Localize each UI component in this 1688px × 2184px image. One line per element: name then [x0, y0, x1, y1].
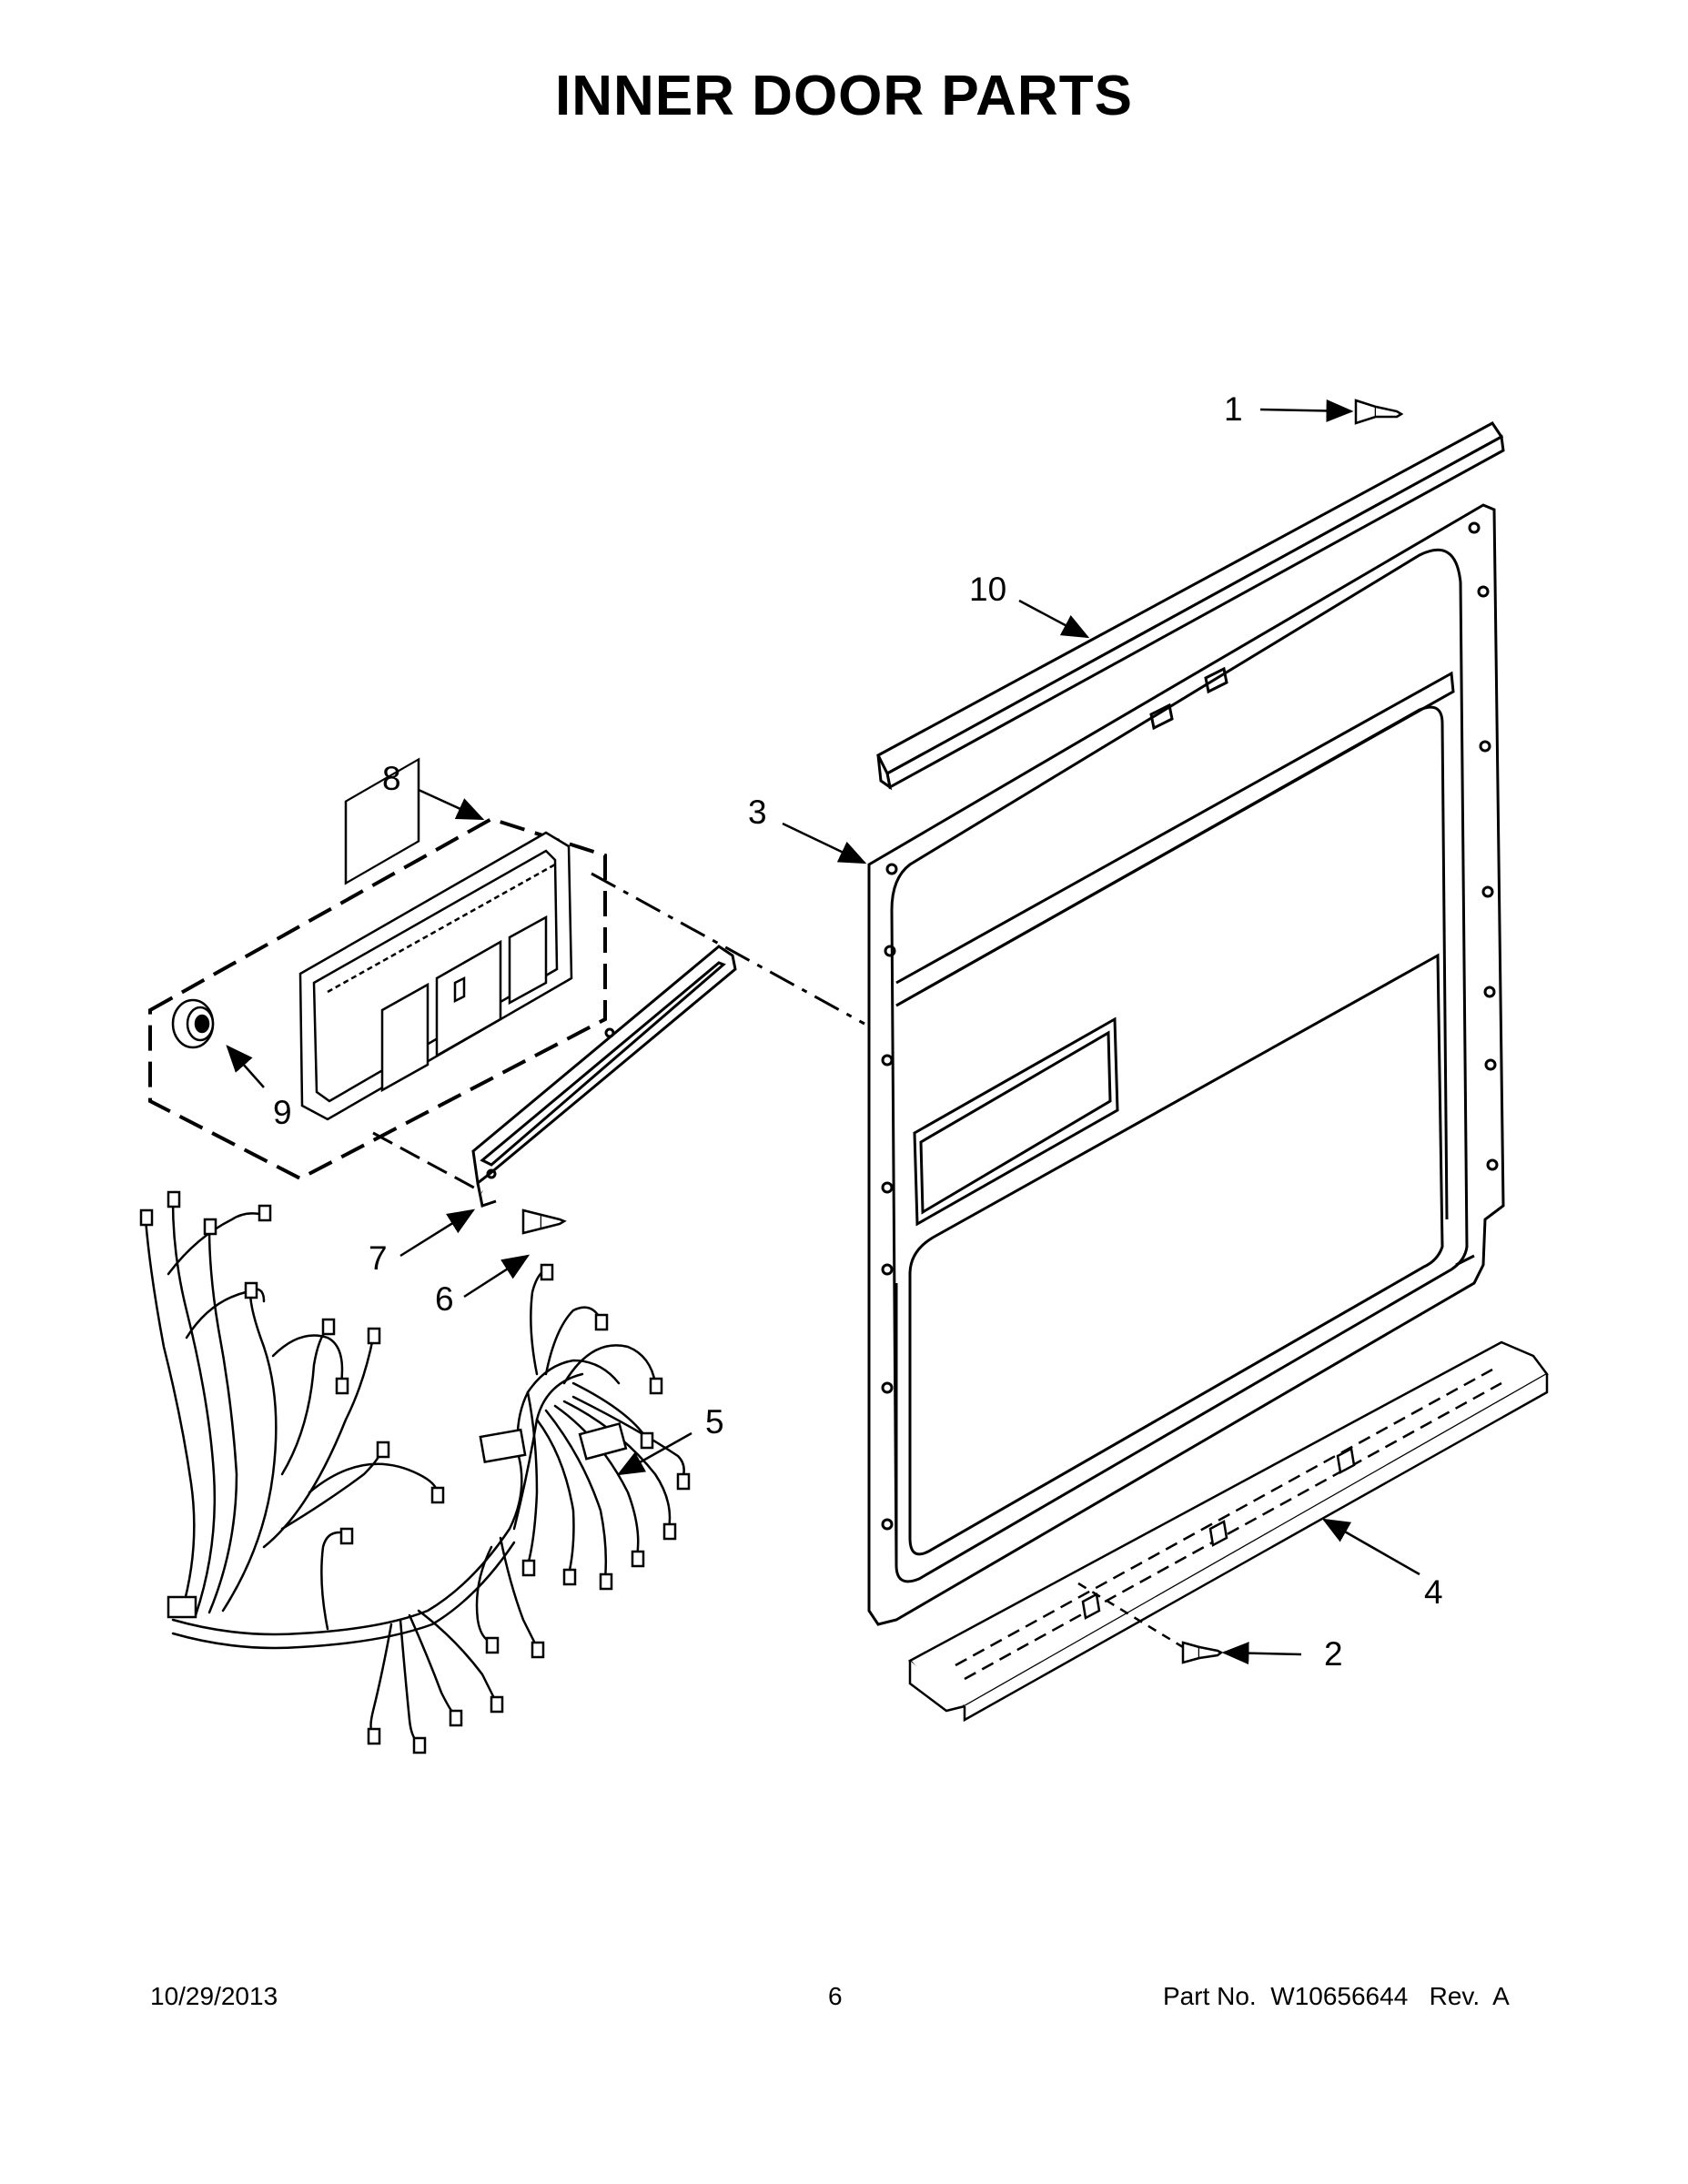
control-module-boundary [148, 816, 607, 1181]
callout-1: 1 [1224, 390, 1243, 428]
gasket [471, 945, 737, 1208]
footer-page-number: 6 [828, 1982, 843, 2010]
leader-arrows [226, 399, 1420, 1665]
callout-3: 3 [748, 794, 767, 831]
page-title: INNER DOOR PARTS [555, 65, 1133, 127]
leader-arrow-8 [418, 788, 485, 821]
screw-top [1354, 399, 1404, 425]
alignment-lines [591, 872, 865, 1026]
callout-2: 2 [1324, 1635, 1343, 1673]
top-trim-strip [876, 421, 1505, 791]
knob-bushing [171, 998, 215, 1049]
callout-8: 8 [382, 760, 401, 797]
alignment-line-bottom [1077, 1582, 1184, 1649]
screw-module [521, 1208, 567, 1235]
footer-date: 10/29/2013 [150, 1982, 278, 2010]
screw-bottom [1181, 1641, 1224, 1664]
callout-5: 5 [705, 1403, 724, 1441]
callout-9: 9 [273, 1094, 292, 1131]
leader-arrow-7 [399, 1208, 476, 1258]
leader-arrow-9 [226, 1045, 265, 1088]
leader-arrow-1 [1259, 399, 1354, 422]
leader-arrow-2 [1221, 1642, 1302, 1665]
wire-harness [139, 1190, 691, 1754]
callout-10: 10 [969, 571, 1006, 608]
leader-arrow-4 [1321, 1518, 1420, 1576]
leader-arrow-5 [616, 1431, 692, 1476]
alignment-line-lower [372, 1131, 483, 1194]
inner-door-panel [867, 503, 1505, 1626]
callout-7: 7 [369, 1239, 388, 1277]
control-module [298, 757, 573, 1121]
callout-6: 6 [435, 1280, 454, 1318]
leader-arrow-3 [782, 822, 867, 864]
bottom-trim-strip [908, 1340, 1549, 1723]
callout-4: 4 [1424, 1573, 1443, 1611]
footer-part-number: Part No. W10656644 Rev. A [1163, 1982, 1510, 2010]
leader-arrow-6 [463, 1254, 531, 1299]
leader-arrow-10 [1018, 599, 1090, 639]
